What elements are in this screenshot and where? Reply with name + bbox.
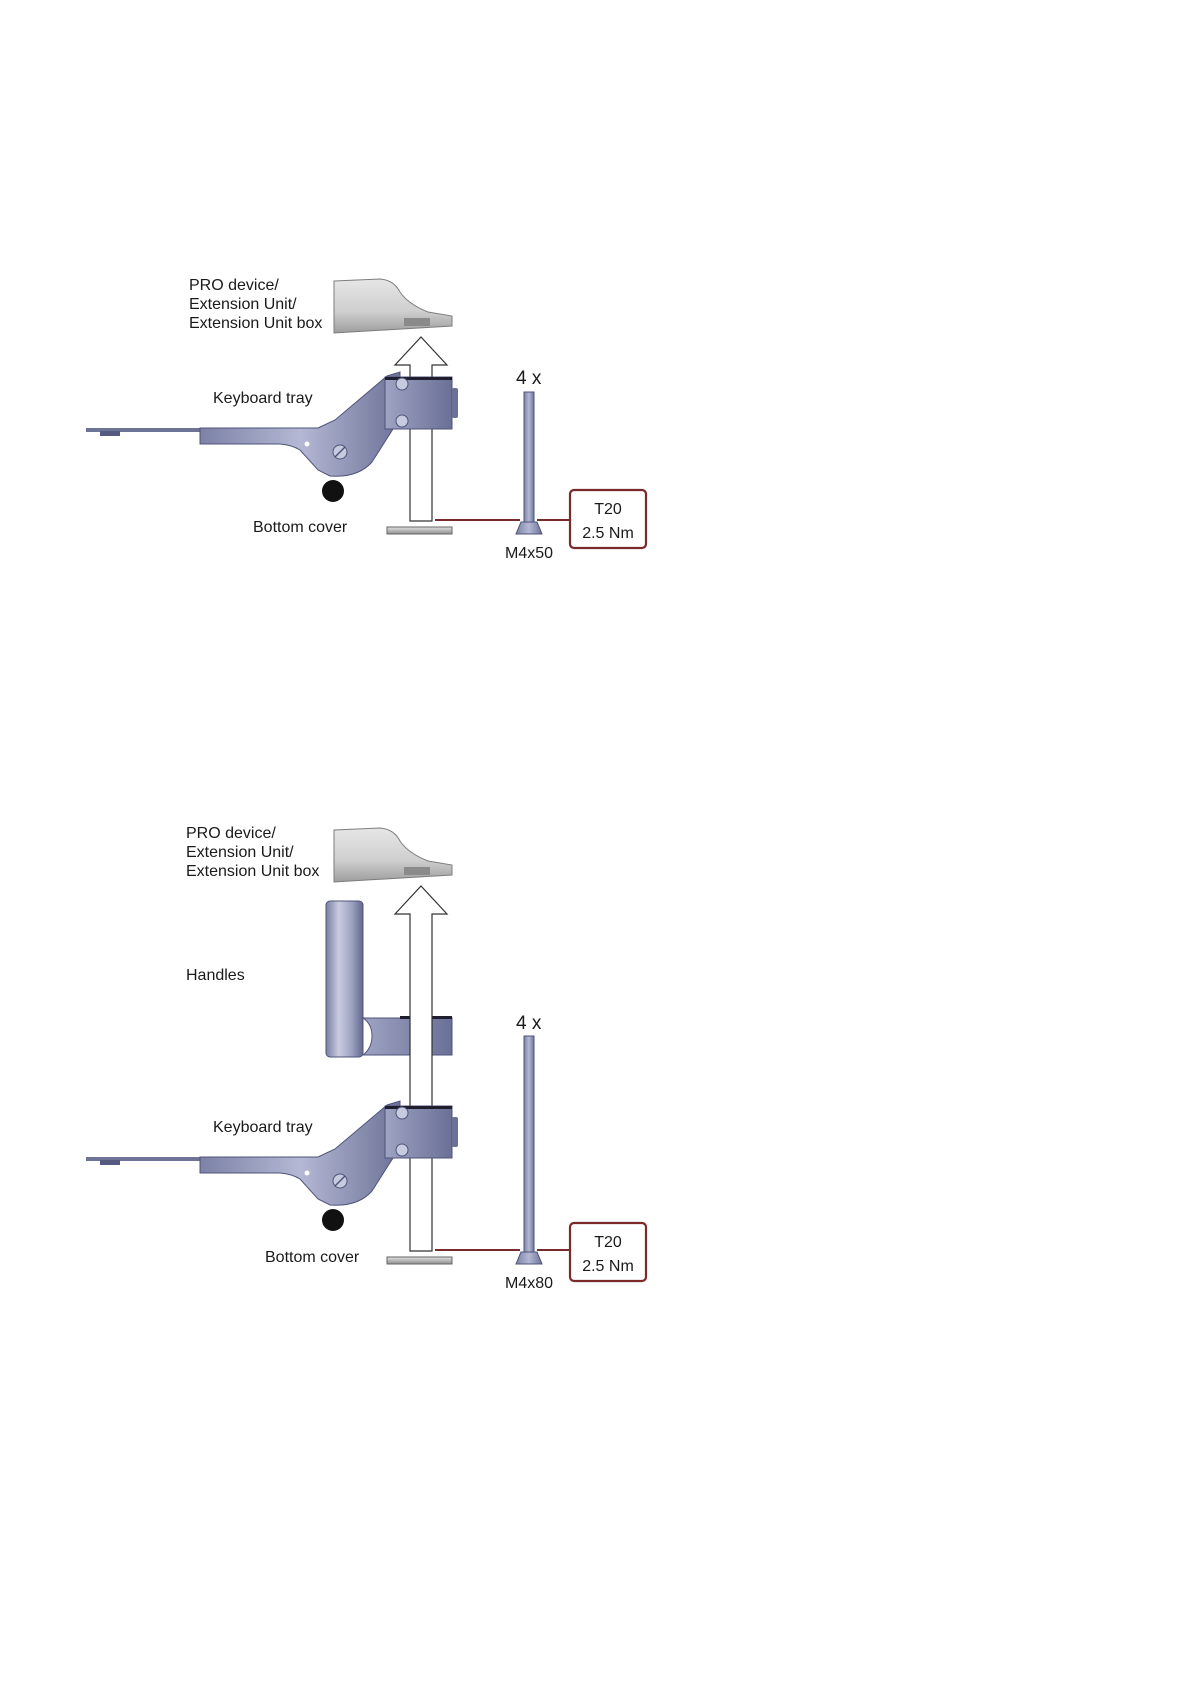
quantity-label: 4 x — [516, 1013, 542, 1034]
upward-arrow — [395, 886, 447, 1251]
knob-icon — [322, 1209, 344, 1231]
bottom-cover-label: Bottom cover — [253, 519, 348, 536]
keyboard-tray-label: Keyboard tray — [213, 390, 313, 407]
device-label-line-2: Extension Unit/ — [186, 844, 294, 861]
diagram-1: PRO device/ Extension Unit/ Extension Un… — [86, 277, 646, 562]
knob-icon — [322, 480, 344, 502]
diagram-2: PRO device/ Extension Unit/ Extension Un… — [86, 825, 646, 1292]
screw-m4x80 — [516, 1036, 542, 1264]
torque-tool: T20 — [594, 1234, 622, 1251]
device-label-line-3: Extension Unit box — [186, 863, 319, 880]
device-label-line-3: Extension Unit box — [189, 315, 322, 332]
screw-m4x50 — [516, 392, 542, 534]
torque-value: 2.5 Nm — [582, 525, 634, 542]
keyboard-tray-label: Keyboard tray — [213, 1119, 313, 1136]
device-label-line-2: Extension Unit/ — [189, 296, 297, 313]
torque-value: 2.5 Nm — [582, 1258, 634, 1275]
device-label-line-1: PRO device/ — [189, 277, 279, 294]
screw-label: M4x50 — [505, 545, 553, 562]
quantity-label: 4 x — [516, 368, 542, 389]
bottom-cover — [387, 527, 452, 534]
device-housing — [334, 828, 452, 882]
device-housing — [334, 279, 452, 333]
bottom-cover — [387, 1257, 452, 1264]
handles-label: Handles — [186, 967, 245, 984]
device-label-line-1: PRO device/ — [186, 825, 276, 842]
bottom-cover-label: Bottom cover — [265, 1249, 360, 1266]
handle — [326, 901, 452, 1057]
screw-label: M4x80 — [505, 1275, 553, 1292]
torque-tool: T20 — [594, 501, 622, 518]
